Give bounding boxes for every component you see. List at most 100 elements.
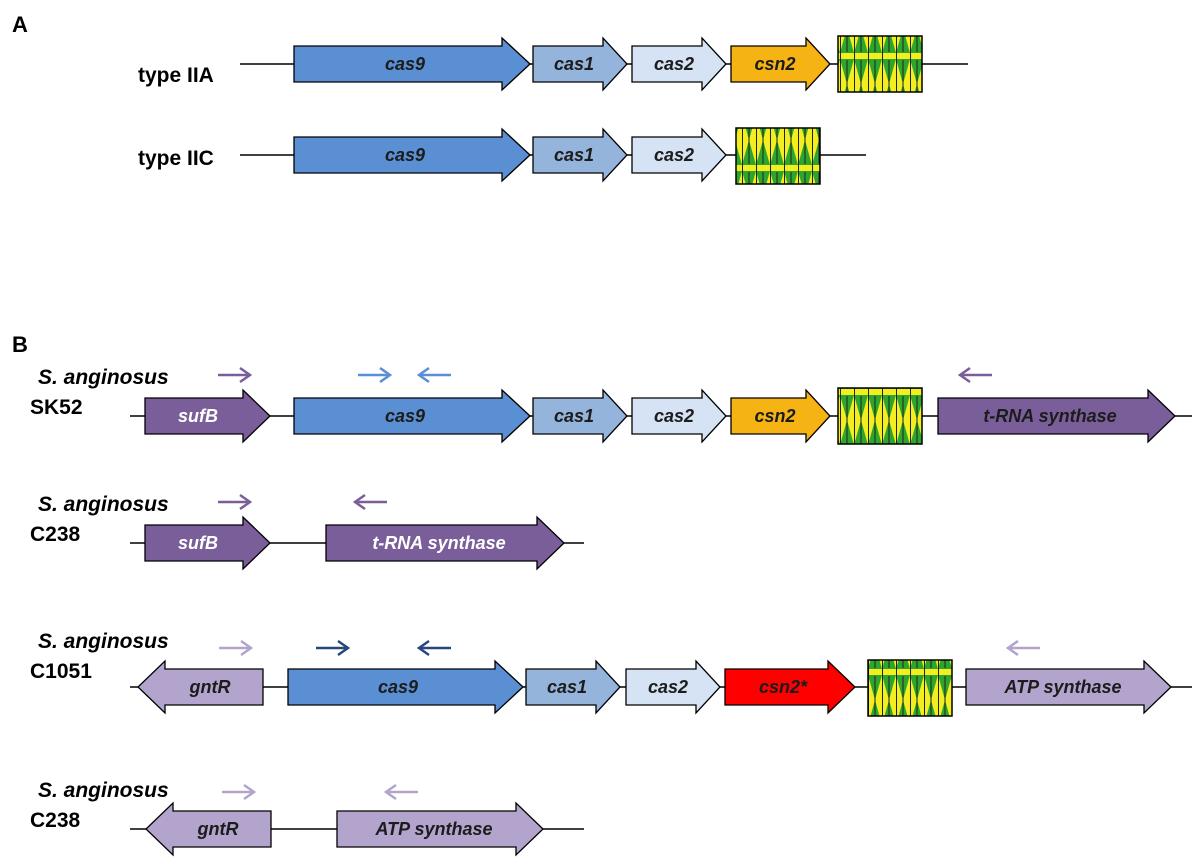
gene-arrow	[336, 801, 544, 857]
strain-label: C238	[30, 523, 81, 546]
row-type-iia: type IIA cas9 cas1 cas2 csn2	[138, 35, 968, 93]
gene-label-csn2-mutant: csn2*	[759, 677, 808, 697]
primer-arrow	[218, 493, 253, 511]
gene-arrow	[625, 659, 721, 715]
gene-arrow	[532, 36, 628, 92]
gene-arrow	[730, 388, 831, 444]
primer-arrow	[218, 366, 253, 384]
crispr-array	[735, 127, 821, 185]
primer-arrow	[222, 783, 257, 801]
crispr-array-box	[837, 387, 923, 445]
gene-arrow	[532, 127, 628, 183]
primer-arrow	[352, 493, 387, 511]
gene-cas2: cas2	[625, 659, 721, 715]
gene-arrow	[145, 801, 272, 857]
species-label: S. anginosus	[38, 366, 169, 389]
gene-csn2: csn2	[730, 36, 831, 92]
gene-arrow	[937, 388, 1176, 444]
gene-arrow	[532, 388, 628, 444]
gene-label-atp-synthase: ATP synthase	[374, 819, 492, 839]
gene-gntR: gntR	[137, 659, 264, 715]
row-c1051: S. anginosus C1051 gntR cas9 cas1 cas2 c…	[30, 630, 1192, 717]
gene-arrow	[631, 388, 727, 444]
gene-label-csn2: csn2	[754, 54, 795, 74]
gene-arrow	[325, 515, 565, 571]
gene-arrow	[631, 127, 727, 183]
primer-arrow	[383, 783, 418, 801]
row-sk52: S. anginosus SK52 sufB cas9 cas1 cas2 cs…	[30, 366, 1192, 445]
gene-label-trna-synthase: t-RNA synthase	[372, 533, 505, 553]
primer-arrow	[416, 366, 451, 384]
gene-cas9: cas9	[293, 36, 531, 92]
gene-cas2: cas2	[631, 127, 727, 183]
crispr-array	[837, 387, 923, 445]
primer-arrow	[957, 366, 992, 384]
gene-atp-synthase: ATP synthase	[965, 659, 1172, 715]
row-c238-b: S. anginosus C238 gntR ATP synthase	[30, 779, 584, 857]
primer-arrow	[416, 639, 451, 657]
gene-label-csn2: csn2	[754, 406, 795, 426]
gene-trna-synthase: t-RNA synthase	[325, 515, 565, 571]
gene-label-cas9: cas9	[385, 145, 425, 165]
gene-label-sufB: sufB	[178, 533, 218, 553]
gene-sufB: sufB	[144, 515, 271, 571]
gene-label-cas9: cas9	[385, 54, 425, 74]
primer-arrow	[358, 366, 393, 384]
gene-label-gntR: gntR	[197, 819, 239, 839]
row-type-iic: type IIC cas9 cas1 cas2	[138, 127, 866, 185]
gene-csn2-mutant: csn2*	[724, 659, 856, 715]
gene-label-cas1: cas1	[554, 406, 594, 426]
row-label-type-iic: type IIC	[138, 147, 214, 170]
gene-label-cas9: cas9	[385, 406, 425, 426]
gene-arrow	[293, 388, 531, 444]
gene-cas9: cas9	[293, 127, 531, 183]
gene-atp-synthase: ATP synthase	[336, 801, 544, 857]
species-label: S. anginosus	[38, 493, 169, 516]
gene-label-sufB: sufB	[178, 406, 218, 426]
gene-arrow	[144, 515, 271, 571]
strain-label: SK52	[30, 396, 83, 419]
gene-label-gntR: gntR	[189, 677, 231, 697]
crispr-array-box	[837, 35, 923, 93]
gene-arrow	[287, 659, 524, 715]
gene-label-atp-synthase: ATP synthase	[1003, 677, 1121, 697]
gene-trna-synthase: t-RNA synthase	[937, 388, 1176, 444]
crispr-array	[867, 659, 953, 717]
gene-sufB: sufB	[144, 388, 271, 444]
gene-label-cas2: cas2	[654, 54, 694, 74]
gene-arrow	[631, 36, 727, 92]
species-label: S. anginosus	[38, 779, 169, 802]
gene-label-cas2: cas2	[654, 145, 694, 165]
strain-label: C1051	[30, 660, 92, 683]
gene-cas1: cas1	[532, 388, 628, 444]
gene-arrow	[293, 127, 531, 183]
gene-label-cas9: cas9	[378, 677, 418, 697]
gene-arrow	[137, 659, 264, 715]
row-c238-a: S. anginosus C238 sufB t-RNA synthase	[30, 493, 584, 571]
gene-cas1: cas1	[525, 659, 621, 715]
gene-label-cas1: cas1	[554, 145, 594, 165]
gene-arrow	[724, 659, 856, 715]
crispr-array	[837, 35, 923, 93]
row-label-type-iia: type IIA	[138, 64, 214, 87]
crispr-array-box	[735, 127, 821, 185]
gene-arrow	[144, 388, 271, 444]
gene-arrow	[293, 36, 531, 92]
gene-label-cas2: cas2	[654, 406, 694, 426]
gene-cas2: cas2	[631, 388, 727, 444]
gene-cas2: cas2	[631, 36, 727, 92]
gene-cas9: cas9	[293, 388, 531, 444]
primer-arrow	[316, 639, 351, 657]
primer-arrow	[219, 639, 254, 657]
gene-label-cas1: cas1	[547, 677, 587, 697]
species-label: S. anginosus	[38, 630, 169, 653]
gene-arrow	[965, 659, 1172, 715]
gene-cas1: cas1	[532, 127, 628, 183]
gene-gntR: gntR	[145, 801, 272, 857]
gene-csn2: csn2	[730, 388, 831, 444]
gene-label-cas1: cas1	[554, 54, 594, 74]
panel-b-letter: B	[12, 332, 28, 357]
strain-label: C238	[30, 809, 81, 832]
gene-cas9: cas9	[287, 659, 524, 715]
